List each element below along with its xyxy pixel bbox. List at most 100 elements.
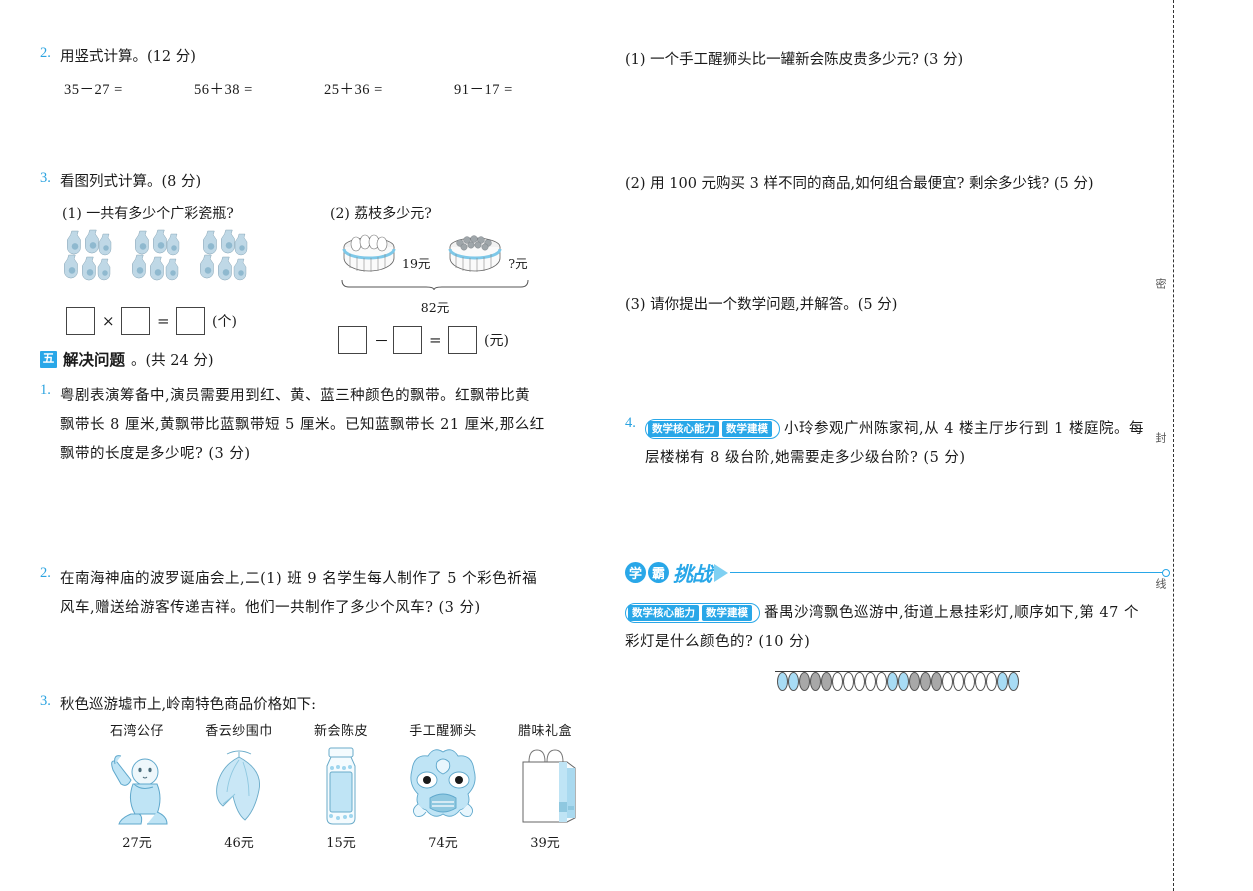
problem-1-line: 飘带长 8 厘米,黄飘带比蓝飘带短 5 厘米。已知蓝飘带长 21 厘米,那么红	[60, 417, 545, 433]
problem-3: 3. 秋色巡游墟市上,岭南特色商品价格如下: 石湾公仔	[40, 693, 605, 851]
question-3-number: 3.	[40, 170, 51, 186]
product-item: 新会陈皮	[292, 720, 390, 851]
answer-blank[interactable]	[176, 307, 205, 335]
operator: －	[374, 331, 390, 350]
section-five-header: 五 解决问题 。(共 24 分)	[40, 348, 605, 370]
answer-blank[interactable]	[66, 307, 95, 335]
problem-4: 4. 数学核心能力 数学建模 小玲参观广州陈家祠,从 4 楼主厅步行到 1 楼庭…	[625, 415, 1170, 473]
seal-dashed-line	[1173, 0, 1174, 891]
lantern-blue	[1007, 672, 1019, 692]
challenge-section: 学 霸 挑战 数学核心能力 数学建模 番禺沙湾飘色巡游中,街道上悬挂彩灯,顺序如…	[625, 558, 1170, 692]
sub2-equation: － = (元)	[330, 326, 590, 354]
product-name: 香云纱围巾	[205, 724, 273, 739]
lantern-white	[963, 672, 975, 692]
badge-core-ability: 数学核心能力	[628, 605, 699, 621]
ability-badge-group: 数学核心能力 数学建模	[645, 419, 780, 439]
product-name: 新会陈皮	[313, 724, 368, 739]
section-title: 解决问题	[63, 350, 126, 369]
vase-illustration	[40, 229, 330, 291]
jar-icon	[326, 747, 356, 825]
logo-text-tiaozhan: 挑战	[673, 562, 712, 586]
question-3-sub2: (2) 荔枝多少元?	[330, 203, 590, 354]
lantern-white	[985, 672, 997, 692]
challenge-banner: 学 霸 挑战	[625, 558, 1170, 587]
calc-item: 25＋36 =	[324, 82, 383, 98]
lantern-gray	[809, 672, 821, 692]
product-price: 46元	[224, 836, 254, 851]
problem-2: 2. 在南海神庙的波罗诞庙会上,二(1) 班 9 名学生每人制作了 5 个彩色祈…	[40, 565, 605, 623]
lantern-white	[952, 672, 964, 692]
product-price: 15元	[326, 836, 356, 851]
lantern-white	[941, 672, 953, 692]
calc-item: 35－27 =	[64, 82, 123, 98]
left-column: 2. 用竖式计算。(12 分) 35－27 = 56＋38 = 25＋36 = …	[40, 0, 605, 891]
calc-item: 91－17 =	[454, 82, 513, 98]
problem-1-line: 粤剧表演筹备中,演员需要用到红、黄、蓝三种颜色的飘带。红飘带比黄	[60, 388, 531, 404]
sub1-equation: × = (个)	[40, 307, 330, 335]
product-price-list: 石湾公仔	[40, 720, 605, 851]
badge-core-ability: 数学核心能力	[648, 421, 719, 437]
problem-3-sub-3: (3) 请你提出一个数学问题,并解答。(5 分)	[625, 297, 898, 313]
seal-char-feng: 封	[1154, 432, 1167, 443]
challenge-line: 彩灯是什么颜色的? (10 分)	[625, 634, 811, 650]
unit-label: (元)	[484, 333, 509, 349]
product-item: 香云纱围巾 46元	[190, 720, 288, 851]
banner-end-dot	[1162, 568, 1170, 577]
answer-blank[interactable]	[121, 307, 150, 335]
gift-bag-icon	[522, 749, 576, 823]
lantern-white	[864, 672, 876, 692]
basket-total: 82元	[420, 300, 450, 315]
section-marker: 五	[40, 350, 57, 368]
question-2-items: 35－27 = 56＋38 = 25＋36 = 91－17 =	[40, 78, 605, 99]
total-brace-icon	[341, 279, 529, 291]
problem-4-line: 数学核心能力 数学建模 小玲参观广州陈家祠,从 4 楼主厅步行到 1 楼庭院。每	[645, 415, 1170, 444]
badge-modeling: 数学建模	[702, 605, 752, 621]
challenge-line: 数学核心能力 数学建模 番禺沙湾飘色巡游中,街道上悬挂彩灯,顺序如下,第 47 …	[625, 599, 1170, 628]
problem-4-line: 层楼梯有 8 级台阶,她需要走多少级台阶? (5 分)	[645, 450, 966, 466]
question-3-title: 看图列式计算。(8 分)	[60, 174, 202, 190]
problem-3-number: 3.	[40, 693, 51, 709]
product-price: 74元	[428, 836, 458, 851]
logo-char-xue: 学	[625, 562, 646, 583]
vase-group-icon	[64, 229, 112, 281]
product-price: 27元	[122, 836, 152, 851]
product-item: 腊味礼盒	[496, 720, 594, 851]
answer-blank[interactable]	[338, 326, 367, 354]
lantern-sequence	[625, 671, 1170, 692]
lantern-gray	[798, 672, 810, 692]
lantern-white	[831, 672, 843, 692]
scarf-icon	[216, 750, 261, 821]
arrow-icon	[714, 563, 728, 582]
product-price: 39元	[530, 836, 560, 851]
figurine-icon	[111, 755, 168, 825]
lantern-blue	[886, 672, 898, 692]
vase-group-icon	[132, 229, 180, 281]
question-2-title: 用竖式计算。(12 分)	[60, 49, 196, 65]
problem-3-sub-2: (2) 用 100 元购买 3 样不同的商品,如何组合最便宜? 剩余多少钱? (…	[625, 176, 1094, 192]
basket2-price: ?元	[508, 256, 528, 271]
answer-blank[interactable]	[448, 326, 477, 354]
lion-head-icon	[410, 749, 476, 817]
problem-4-number: 4.	[625, 415, 636, 431]
calc-item: 56＋38 =	[194, 82, 253, 98]
vase-group	[198, 229, 252, 291]
answer-blank[interactable]	[393, 326, 422, 354]
vase-group	[62, 229, 116, 291]
product-item: 手工醒狮头	[394, 720, 492, 851]
lantern-white	[842, 672, 854, 692]
lantern-blue	[897, 672, 909, 692]
seal-char-xian: 线	[1154, 578, 1167, 589]
question-3-sub1: (1) 一共有多少个广彩瓷瓶?	[40, 203, 330, 354]
problem-2-number: 2.	[40, 565, 51, 581]
challenge-logo: 学 霸 挑战	[625, 558, 728, 587]
lantern-blue	[776, 672, 788, 692]
problem-1-line: 飘带的长度是多少呢? (3 分)	[60, 446, 251, 462]
question-2-number: 2.	[40, 45, 51, 61]
lantern-white	[875, 672, 887, 692]
question-3: 3. 看图列式计算。(8 分) (1) 一共有多少个广彩瓷瓶?	[40, 170, 605, 354]
product-name: 石湾公仔	[109, 724, 164, 739]
lantern-blue	[996, 672, 1008, 692]
operator: ×	[102, 312, 115, 330]
seal-char-mi: 密	[1154, 278, 1167, 289]
lantern-row	[776, 672, 1019, 692]
